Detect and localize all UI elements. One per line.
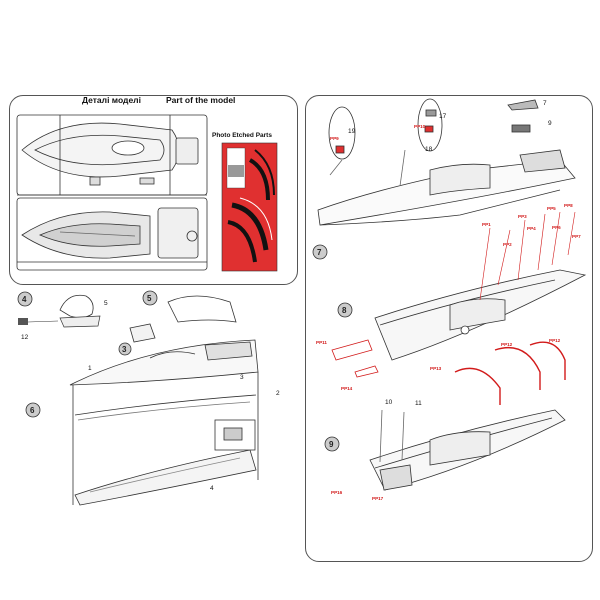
step-8-badge [337, 302, 353, 318]
pe-pp8-label: PP8 [564, 203, 573, 208]
photo-etched-fret [221, 142, 278, 272]
step-7-badge [312, 244, 328, 260]
step-4: 4 5 12 [17, 291, 108, 341]
pe-pp13-label: PP13 [430, 366, 442, 371]
pe-pp6-label: PP6 [552, 225, 561, 230]
pe-pp1-label: PP1 [482, 222, 491, 227]
step-6-hull-assembly [69, 339, 259, 506]
pe-pp12b-label: PP12 [549, 338, 561, 343]
step-3-ref: 3 [122, 345, 127, 354]
pe-pp10-step7: PP10 [414, 124, 426, 129]
pe-pp4-label: PP4 [527, 226, 536, 231]
pe-pp3-label: PP3 [518, 214, 527, 219]
step-6-badge [25, 402, 41, 418]
part-7-label: 7 [543, 100, 547, 107]
title-ukrainian: Деталі моделі [82, 95, 141, 105]
photo-etched-label: Photo Etched Parts [212, 132, 272, 139]
step-7 [317, 98, 576, 226]
step-9-number: 9 [329, 440, 334, 449]
part-10-label: 10 [385, 399, 393, 406]
pe-pp2-label: PP2 [503, 242, 512, 247]
pe-pp5-label: PP5 [547, 206, 556, 211]
pe-pp9-step7: PP9 [330, 136, 339, 141]
step-8 [331, 211, 587, 378]
part-9-label: 9 [548, 120, 552, 127]
part-12-label: 12 [21, 334, 29, 341]
sprue-frame-bottom [16, 197, 208, 271]
pe-pp7-label: PP7 [572, 234, 581, 239]
part-17-label: 17 [439, 113, 447, 120]
part-19-label: 19 [348, 128, 356, 135]
part-18-label: 18 [425, 146, 433, 153]
step-5-number: 5 [147, 294, 152, 303]
step-9-badge [324, 436, 340, 452]
step-7-number: 7 [317, 248, 322, 257]
part-5-label: 5 [104, 300, 108, 307]
part-2-label: 2 [276, 390, 280, 397]
pe-pp12-label: PP12 [501, 342, 513, 347]
step-8-number: 8 [342, 306, 347, 315]
part-11-label: 11 [415, 400, 422, 407]
pe-pp14-label: PP14 [341, 386, 353, 391]
pe-pp17-label: PP17 [372, 496, 384, 501]
pe-pp11-label: PP11 [316, 340, 327, 345]
title-english: Part of the model [166, 95, 235, 105]
part-3-label: 3 [240, 374, 244, 381]
step-4-number: 4 [22, 295, 27, 304]
step-5: 5 3 [118, 290, 237, 356]
part-4-label: 4 [210, 485, 214, 492]
sprue-frame-top [16, 114, 208, 196]
step-6-number: 6 [30, 406, 35, 415]
pe-pp16-label: PP16 [331, 490, 343, 495]
part-1-label: 1 [88, 365, 92, 372]
step-9 [369, 341, 566, 491]
